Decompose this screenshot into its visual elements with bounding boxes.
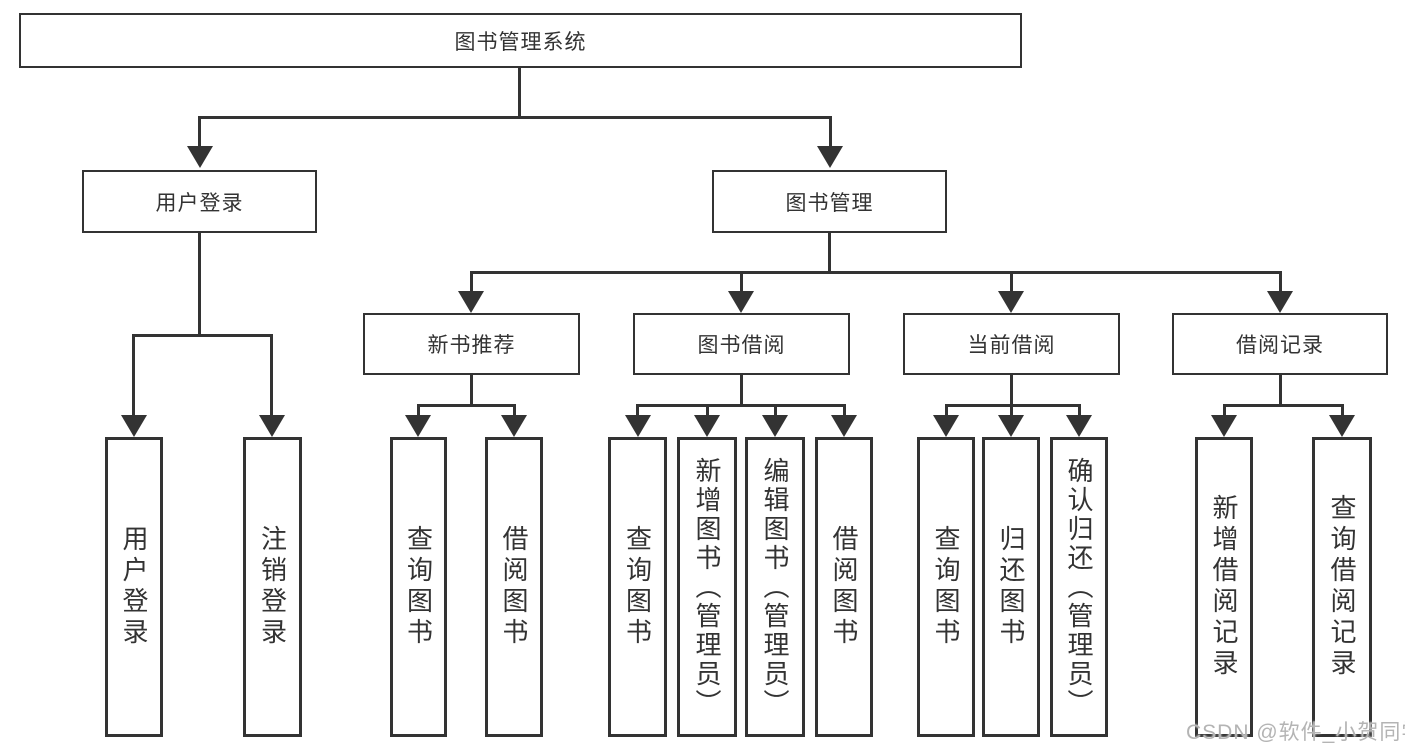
connector-root-hbar (198, 116, 832, 119)
arrowhead-c3 (762, 415, 788, 437)
leaf-borrow-query-books-label: 查询图书 (622, 525, 653, 649)
connector-c3-drop (774, 404, 777, 420)
connector-b-hbar (417, 404, 516, 407)
connector-e-hbar (1223, 404, 1343, 407)
node-book-mgmt-label: 图书管理 (785, 191, 874, 215)
arrowhead-b1 (405, 415, 431, 437)
connector-a1-drop (132, 334, 135, 420)
arrowhead-new-book-rec (458, 291, 484, 313)
leaf-add-borrow-record: 新增借阅记录 (1195, 437, 1253, 737)
connector-user-login-drop (198, 116, 201, 150)
leaf-current-query-books: 查询图书 (917, 437, 975, 737)
leaf-return-books-label: 归还图书 (996, 525, 1026, 649)
arrowhead-c4 (831, 415, 857, 437)
node-user-login: 用户登录 (82, 170, 317, 233)
connector-root-stem (518, 68, 521, 118)
arrowhead-a2 (259, 415, 285, 437)
connector-b1-drop (417, 404, 420, 420)
connector-l3-4-drop (1279, 271, 1282, 295)
arrowhead-current-borrow (998, 291, 1024, 313)
node-current-borrow-label: 当前借阅 (967, 334, 1056, 357)
leaf-user-login: 用户登录 (105, 437, 163, 737)
node-borrow-records: 借阅记录 (1172, 313, 1388, 375)
connector-c4-drop (843, 404, 846, 420)
connector-mgmt-stem (828, 233, 831, 274)
node-user-login-label: 用户登录 (155, 191, 244, 215)
leaf-edit-books-admin-label: 编辑图书（管理员） (760, 456, 790, 718)
connector-book-mgmt-drop (829, 116, 832, 150)
leaf-return-books: 归还图书 (982, 437, 1040, 737)
node-root-label: 图书管理系统 (454, 30, 587, 54)
connector-c-stem (740, 375, 743, 407)
leaf-rec-borrow-books-label: 借阅图书 (499, 525, 529, 649)
node-book-borrow-label: 图书借阅 (697, 334, 786, 357)
leaf-borrow-borrow-books-label: 借阅图书 (829, 525, 859, 649)
arrowhead-d3 (1066, 415, 1092, 437)
arrowhead-c1 (625, 415, 651, 437)
node-borrow-records-label: 借阅记录 (1236, 334, 1324, 357)
leaf-add-borrow-record-label: 新增借阅记录 (1209, 494, 1239, 680)
leaf-edit-books-admin: 编辑图书（管理员） (745, 437, 805, 737)
arrowhead-b2 (501, 415, 527, 437)
arrowhead-book-mgmt (817, 146, 843, 168)
leaf-current-query-books-label: 查询图书 (931, 525, 961, 649)
leaf-add-books-admin: 新增图书（管理员） (677, 437, 737, 737)
arrowhead-d1 (933, 415, 959, 437)
leaf-confirm-return-admin: 确认归还（管理员） (1050, 437, 1108, 737)
arrowhead-a1 (121, 415, 147, 437)
connector-a2-drop (270, 334, 273, 420)
connector-d2-drop (1010, 404, 1013, 420)
node-root: 图书管理系统 (19, 13, 1022, 68)
connector-e-stem (1279, 375, 1282, 407)
connector-d-hbar (945, 404, 1081, 407)
csdn-watermark: CSDN @软件_小贺同学 (1186, 721, 1405, 744)
connector-l3-1-drop (470, 271, 473, 295)
leaf-logout-label: 注销登录 (257, 525, 288, 649)
connector-l3-3-drop (1010, 271, 1013, 295)
connector-d-stem (1010, 375, 1013, 407)
node-book-mgmt: 图书管理 (712, 170, 947, 233)
leaf-query-borrow-record: 查询借阅记录 (1312, 437, 1372, 737)
leaf-add-books-admin-label: 新增图书（管理员） (692, 456, 722, 718)
connector-c1-drop (636, 404, 639, 420)
connector-e2-drop (1341, 404, 1344, 420)
node-current-borrow: 当前借阅 (903, 313, 1120, 375)
arrowhead-user-login (187, 146, 213, 168)
arrowhead-d2 (998, 415, 1024, 437)
connector-a-hbar (132, 334, 273, 337)
connector-d3-drop (1078, 404, 1081, 420)
arrowhead-borrow-records (1267, 291, 1293, 313)
node-new-book-rec: 新书推荐 (363, 313, 580, 375)
leaf-logout: 注销登录 (243, 437, 302, 737)
connector-l3-2-drop (740, 271, 743, 295)
connector-d1-drop (945, 404, 948, 420)
leaf-user-login-label: 用户登录 (119, 525, 149, 649)
node-new-book-rec-label: 新书推荐 (427, 334, 516, 357)
arrowhead-book-borrow (728, 291, 754, 313)
connector-c2-drop (706, 404, 709, 420)
arrowhead-e2 (1329, 415, 1355, 437)
arrowhead-e1 (1211, 415, 1237, 437)
connector-e1-drop (1223, 404, 1226, 420)
leaf-borrow-borrow-books: 借阅图书 (815, 437, 873, 737)
connector-mgmt-hbar (470, 271, 1282, 274)
connector-b2-drop (513, 404, 516, 420)
connector-b-stem (470, 375, 473, 407)
connector-c-hbar (636, 404, 846, 407)
connector-a-stem (198, 233, 201, 336)
leaf-confirm-return-admin-label: 确认归还（管理员） (1064, 456, 1094, 718)
arrowhead-c2 (694, 415, 720, 437)
leaf-rec-borrow-books: 借阅图书 (485, 437, 543, 737)
leaf-query-borrow-record-label: 查询借阅记录 (1327, 494, 1357, 680)
leaf-rec-query-books: 查询图书 (390, 437, 447, 737)
node-book-borrow: 图书借阅 (633, 313, 850, 375)
leaf-rec-query-books-label: 查询图书 (403, 525, 434, 649)
leaf-borrow-query-books: 查询图书 (608, 437, 667, 737)
